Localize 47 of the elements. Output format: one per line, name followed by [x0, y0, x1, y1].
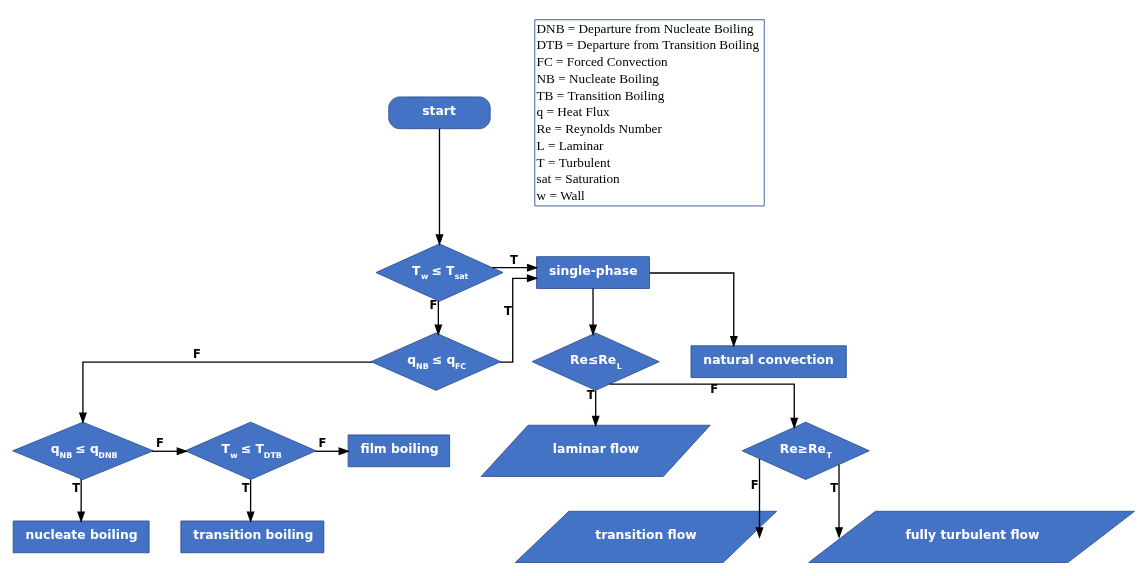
- node-box: transition boiling: [180, 520, 325, 554]
- arrow: [835, 464, 844, 539]
- arrow: [755, 458, 764, 539]
- node-diamond: T$_{w}$ ≤ T$_{DTB}$: [184, 421, 317, 480]
- node-box: film boiling: [347, 434, 451, 468]
- label: NB = Nucleate Boiling: [536, 70, 659, 86]
- edge-label: F: [710, 381, 719, 396]
- label: DTB = Departure from Transition Boiling: [536, 37, 760, 53]
- node-box: nucleate boiling: [12, 520, 150, 554]
- node-box: start: [388, 96, 491, 130]
- arrow: [246, 479, 255, 523]
- arrow: [649, 272, 738, 348]
- arrow: [78, 361, 373, 425]
- label: TB = Transition Boiling: [536, 87, 665, 103]
- edge-label: F: [155, 436, 164, 451]
- edge-label: T: [503, 304, 512, 319]
- node-box: natural convection: [690, 345, 847, 378]
- edge-label: T: [241, 480, 250, 495]
- node-diamond: Re≤Re$_{L}$: [531, 332, 660, 391]
- label: DNB = Departure from Nucleate Boiling: [536, 20, 754, 36]
- arrow: [314, 447, 351, 456]
- edge-label: T: [509, 252, 518, 267]
- arrow: [589, 287, 598, 336]
- label: T = Turbulent: [536, 154, 611, 170]
- label: q = Heat Flux: [536, 104, 610, 120]
- arrow: [609, 383, 799, 430]
- arrow: [591, 389, 600, 428]
- edge-label: T: [586, 388, 595, 403]
- arrow: [435, 128, 444, 246]
- label: sat = Saturation: [536, 171, 620, 187]
- edge-label: T: [830, 481, 839, 496]
- arrow: [151, 447, 189, 456]
- edge-label: F: [750, 478, 759, 493]
- arrow: [434, 300, 443, 336]
- node-diamond: q$_{NB}$ ≤ q$_{DNB}$: [12, 421, 154, 480]
- label: FC = Forced Convection: [536, 54, 668, 70]
- label: Re = Reynolds Number: [536, 121, 662, 137]
- edge-label: F: [193, 347, 201, 362]
- label: L = Laminar: [536, 137, 604, 153]
- edge-label: T: [72, 480, 81, 495]
- node-box: single-phase: [536, 256, 650, 289]
- node-diamond: Re≥Re$_{T}$: [741, 421, 870, 480]
- node-diamond: q$_{NB}$ ≤ q$_{FC}$: [370, 332, 502, 391]
- arrow: [77, 478, 86, 523]
- edge-label: F: [318, 436, 327, 451]
- label: w = Wall: [536, 188, 585, 204]
- arrow: [491, 263, 539, 272]
